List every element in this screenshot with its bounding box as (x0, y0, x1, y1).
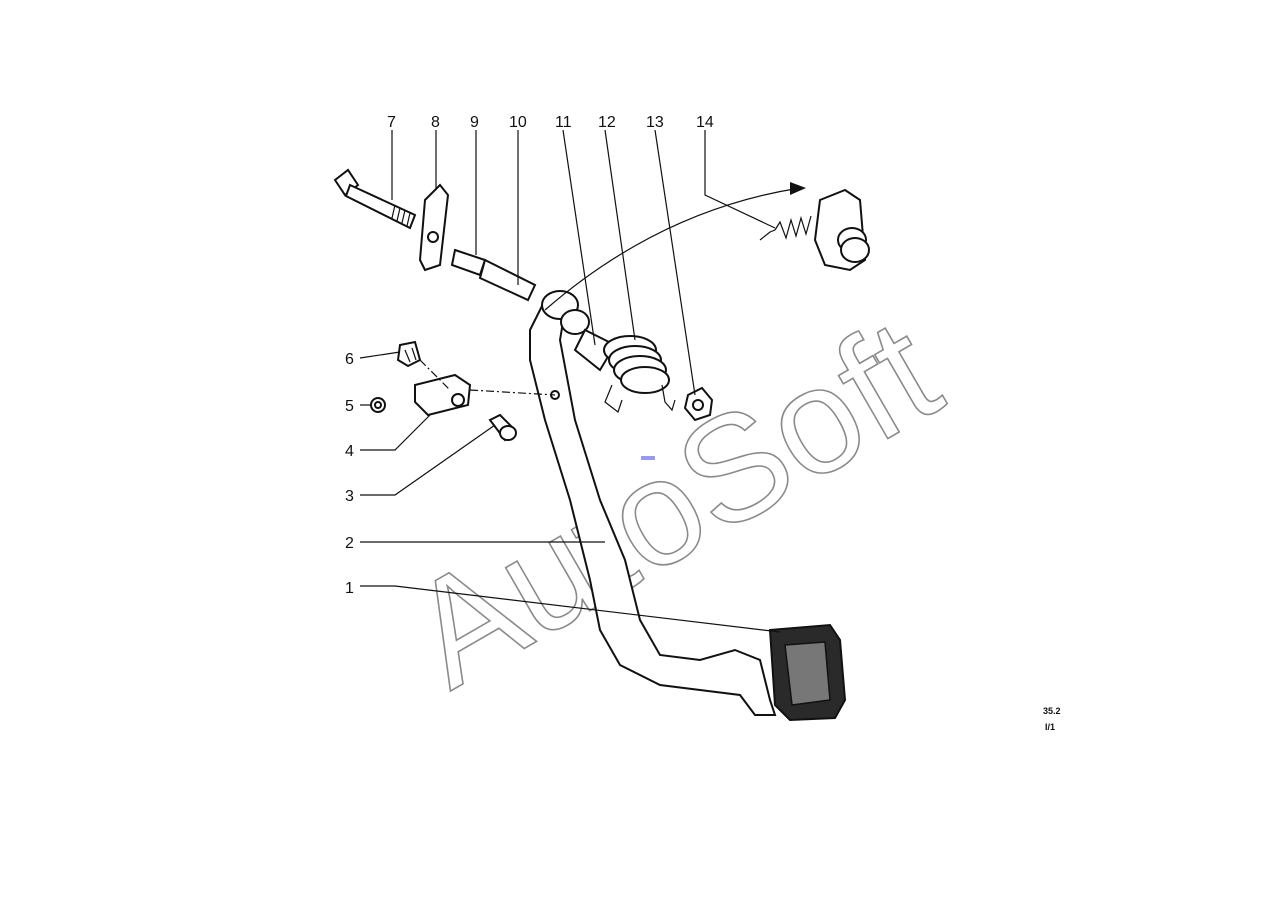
nut (683, 386, 714, 422)
reference-sheet: I/1 (1045, 722, 1055, 732)
callout-6: 6 (345, 351, 354, 368)
clip (396, 340, 422, 368)
arrow-head (790, 182, 806, 195)
shaft (450, 248, 537, 302)
callout-12: 12 (598, 114, 616, 131)
callout-labels: 1 2 3 4 5 6 7 8 9 10 11 12 13 14 (345, 114, 714, 597)
watermark-text: AutoSoft (382, 286, 964, 719)
clevis (414, 373, 472, 417)
callout-10: 10 (509, 114, 527, 131)
bolt (333, 168, 417, 230)
tension-spring (759, 188, 870, 272)
assembly-line (419, 359, 451, 391)
callout-2: 2 (345, 535, 354, 552)
bracket (418, 183, 450, 272)
callout-7: 7 (387, 114, 396, 131)
callout-5: 5 (345, 398, 354, 415)
spring-arc (544, 187, 801, 311)
reference-code: 35.2 (1043, 706, 1061, 716)
pedal-pad (768, 623, 847, 722)
callout-4: 4 (345, 443, 354, 460)
assembly-line (469, 389, 556, 396)
return-spring (603, 335, 676, 413)
callout-11: 11 (555, 114, 572, 131)
callout-13: 13 (646, 114, 664, 131)
leader-lines (359, 129, 781, 633)
marker (641, 456, 655, 460)
callout-14: 14 (696, 114, 714, 131)
clevis-nut (370, 397, 386, 413)
clevis-pin (488, 413, 517, 442)
callout-1: 1 (345, 580, 354, 597)
callout-3: 3 (345, 488, 354, 505)
sleeve (541, 290, 617, 372)
callout-8: 8 (431, 114, 440, 131)
callout-9: 9 (470, 114, 479, 131)
